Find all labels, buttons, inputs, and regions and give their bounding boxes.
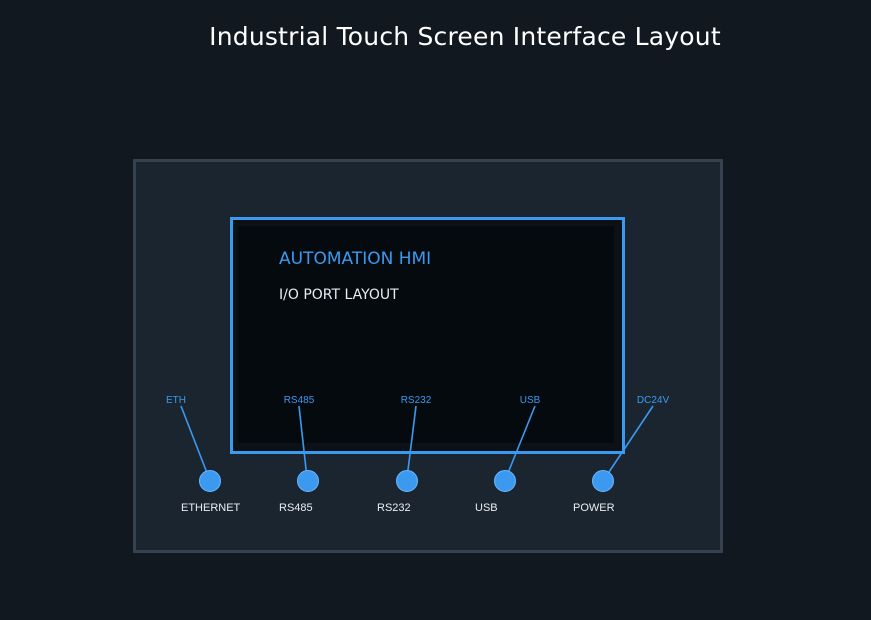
port-label-ethernet: ETHERNET [181,502,241,514]
port-label-usb: USB [475,502,498,514]
screen-heading: AUTOMATION HMI [279,249,432,269]
screen-subheading: I/O PORT LAYOUT [279,287,399,303]
port-label-rs485: RS485 [279,502,313,514]
signal-label-rs485: RS485 [283,395,315,406]
port-label-power: POWER [573,502,615,514]
power-port[interactable] [592,470,614,492]
signal-label-usb: USB [519,395,541,406]
rs485-port[interactable] [297,470,319,492]
signal-label-dc24v: DC24V [636,395,670,406]
page-title: Industrial Touch Screen Interface Layout [209,22,721,51]
signal-label-rs232: RS232 [400,395,432,406]
ethernet-port[interactable] [199,470,221,492]
port-label-rs232: RS232 [377,502,411,514]
signal-label-eth: ETH [166,395,186,406]
rs232-port[interactable] [396,470,418,492]
usb-port[interactable] [494,470,516,492]
